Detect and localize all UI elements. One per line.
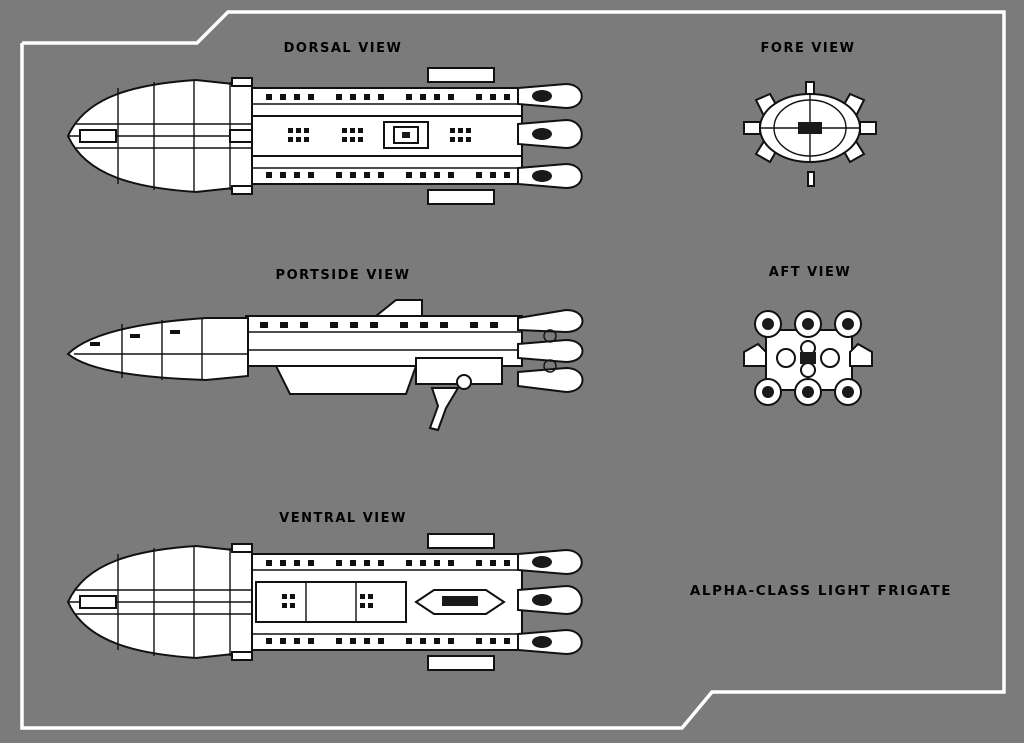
- aft-view-label: AFT VIEW: [768, 265, 852, 280]
- portside-view-label: PORTSIDE VIEW: [275, 268, 411, 283]
- dorsal-view-drawing: [66, 67, 583, 205]
- dorsal-view-label: DORSAL VIEW: [283, 41, 403, 56]
- ventral-view-drawing: [66, 533, 583, 671]
- ship-class-title: ALPHA-CLASS LIGHT FRIGATE: [689, 583, 953, 599]
- portside-view-drawing: [66, 299, 584, 432]
- ventral-view-label: VENTRAL VIEW: [279, 511, 407, 526]
- fore-view-drawing: [743, 81, 877, 187]
- fore-view-label: FORE VIEW: [760, 41, 856, 56]
- aft-view-drawing: [743, 310, 873, 406]
